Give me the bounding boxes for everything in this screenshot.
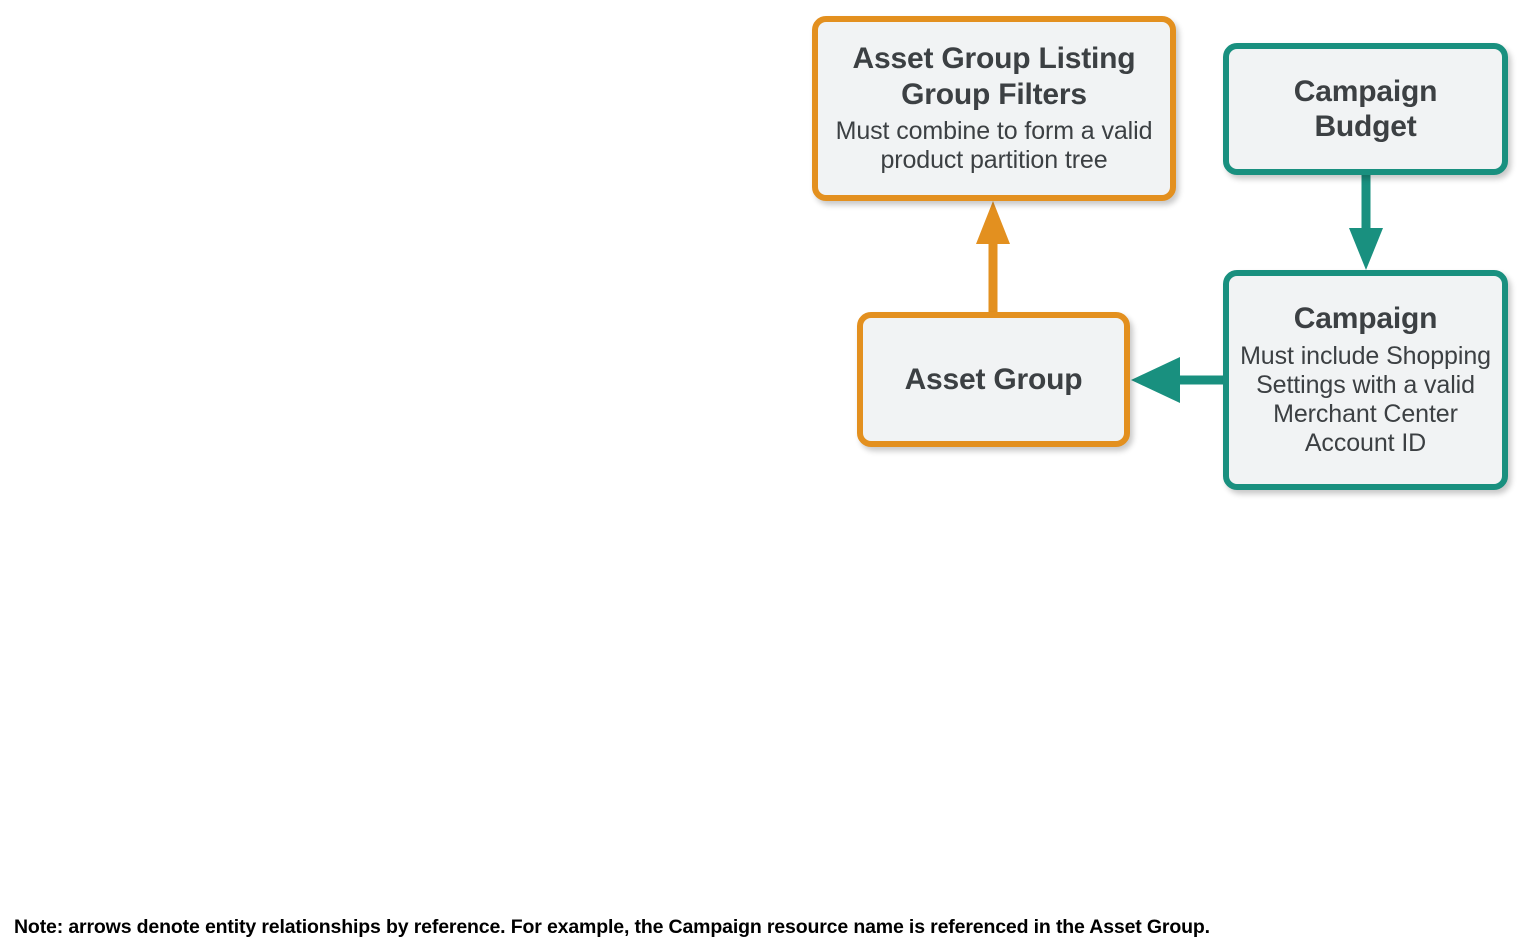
node-asset-group-listing-group-filters[interactable]: Asset Group Listing Group Filters Must c… — [812, 16, 1176, 201]
arrow-asset-group-to-listing-filters — [976, 201, 1010, 314]
node-subtitle: Must combine to form a valid product par… — [835, 117, 1153, 175]
node-title: Campaign Budget — [1293, 74, 1438, 143]
arrow-campaign-budget-to-campaign — [1349, 173, 1383, 270]
node-campaign[interactable]: Campaign Must include Shopping Settings … — [1223, 270, 1508, 490]
node-subtitle: Must include Shopping Settings with a va… — [1240, 341, 1491, 458]
node-title: Asset Group — [904, 362, 1083, 396]
node-asset-group[interactable]: Asset Group — [857, 312, 1130, 447]
node-title: Campaign — [1293, 302, 1438, 336]
node-campaign-budget[interactable]: Campaign Budget — [1223, 43, 1508, 175]
arrow-campaign-to-asset-group — [1131, 357, 1225, 403]
footer-note: Note: arrows denote entity relationships… — [14, 916, 1210, 938]
node-title: Asset Group Listing Group Filters — [852, 42, 1136, 111]
